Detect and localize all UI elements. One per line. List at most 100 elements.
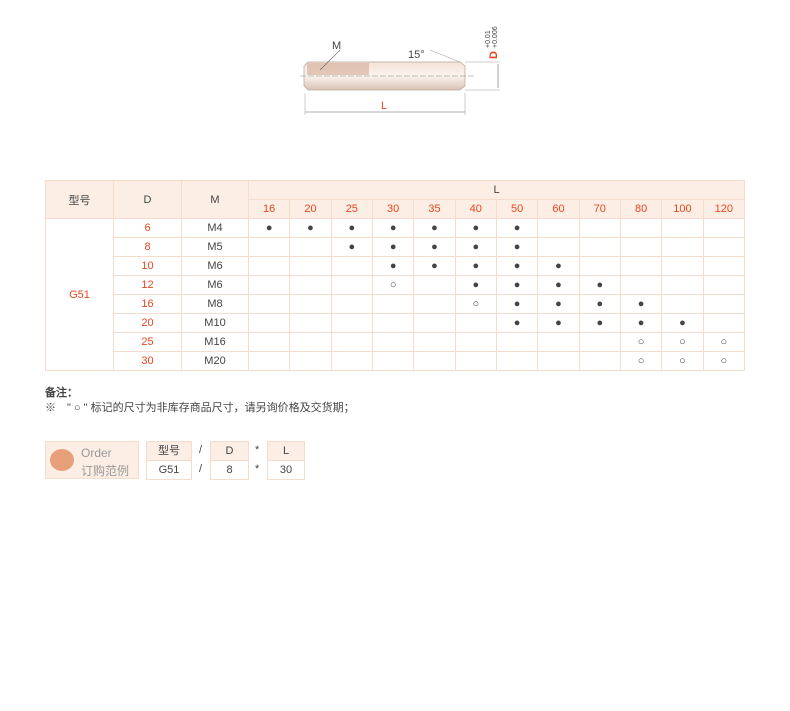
sep-star: * — [255, 444, 260, 456]
availability-cell — [454, 332, 497, 352]
availability-cell — [413, 294, 456, 314]
availability-cell — [330, 294, 373, 314]
availability-cell — [247, 275, 291, 295]
order-title-en: Order — [81, 446, 112, 460]
availability-cell: ○ — [454, 294, 497, 314]
availability-cell: ● — [661, 313, 704, 333]
availability-cell — [661, 294, 704, 314]
availability-cell — [413, 351, 456, 371]
availability-cell: ○ — [702, 351, 746, 371]
availability-cell: ● — [537, 256, 580, 276]
header-l-value: 60 — [537, 199, 580, 219]
order-type-header: 型号 — [147, 442, 191, 460]
order-d-value: 8 — [211, 460, 248, 479]
availability-cell — [702, 237, 746, 257]
tol-lower: +0.006 — [492, 26, 499, 48]
header-l-value: 40 — [454, 199, 497, 219]
header-l-value: 70 — [578, 199, 621, 219]
notes: 备注： ※ " ○ " 标记的尺寸为非库存商品尺寸，请另询价格及交货期； — [45, 386, 355, 416]
label-d: D — [488, 51, 500, 59]
m-cell: M16 — [181, 332, 249, 352]
availability-cell — [578, 332, 621, 352]
availability-cell: ● — [537, 275, 580, 295]
availability-cell — [578, 218, 621, 238]
availability-cell — [247, 351, 291, 371]
availability-cell — [247, 237, 291, 257]
header-d: D — [113, 180, 182, 219]
d-cell: 6 — [113, 218, 182, 238]
availability-cell — [661, 275, 704, 295]
availability-cell: ● — [578, 313, 621, 333]
header-l-value: 16 — [247, 199, 291, 219]
availability-cell: ● — [454, 275, 497, 295]
availability-cell — [289, 275, 332, 295]
availability-cell — [537, 351, 580, 371]
m-cell: M20 — [181, 351, 249, 371]
sep-star: * — [255, 463, 260, 475]
availability-cell — [702, 275, 746, 295]
availability-cell — [371, 294, 415, 314]
header-l-value: 80 — [619, 199, 663, 219]
label-angle: 15° — [408, 49, 425, 61]
availability-cell: ○ — [661, 332, 704, 352]
availability-cell — [702, 294, 746, 314]
d-cell: 8 — [113, 237, 182, 257]
notes-title: 备注： — [45, 387, 78, 399]
availability-cell: ● — [413, 256, 456, 276]
availability-cell — [330, 256, 373, 276]
label-m: M — [332, 40, 341, 52]
availability-cell: ● — [495, 313, 539, 333]
phone-icon — [50, 449, 74, 471]
availability-cell: ○ — [702, 332, 746, 352]
availability-cell: ○ — [619, 332, 663, 352]
order-title-cn: 订购范例 — [81, 464, 130, 478]
availability-cell: ● — [495, 256, 539, 276]
header-l-value: 120 — [702, 199, 746, 219]
availability-cell: ● — [330, 218, 373, 238]
availability-cell — [247, 294, 291, 314]
m-cell: M4 — [181, 218, 249, 238]
availability-cell — [702, 218, 746, 238]
availability-cell: ● — [495, 218, 539, 238]
availability-cell — [495, 351, 539, 371]
m-cell: M6 — [181, 275, 249, 295]
availability-cell — [289, 294, 332, 314]
availability-cell — [289, 237, 332, 257]
notes-line: ※ " ○ " 标记的尺寸为非库存商品尺寸，请另询价格及交货期； — [45, 402, 355, 414]
availability-cell — [619, 256, 663, 276]
header-m: M — [181, 180, 249, 219]
availability-cell — [413, 332, 456, 352]
availability-cell: ○ — [619, 351, 663, 371]
availability-cell — [413, 275, 456, 295]
order-example-label: Order 订购范例 — [45, 441, 139, 479]
availability-cell — [454, 313, 497, 333]
order-d-header: D — [211, 442, 248, 460]
availability-cell — [661, 256, 704, 276]
availability-cell — [289, 256, 332, 276]
availability-cell — [247, 332, 291, 352]
availability-cell: ● — [413, 218, 456, 238]
availability-cell — [289, 332, 332, 352]
availability-cell — [619, 275, 663, 295]
availability-cell — [537, 237, 580, 257]
model-cell: G51 — [45, 218, 114, 371]
tol-upper: +0.01 — [485, 30, 492, 48]
availability-cell — [578, 351, 621, 371]
availability-cell: ● — [495, 294, 539, 314]
order-type-value: G51 — [147, 460, 191, 479]
header-l: L — [248, 180, 745, 200]
availability-cell — [495, 332, 539, 352]
availability-cell — [330, 313, 373, 333]
d-cell: 10 — [113, 256, 182, 276]
header-type: 型号 — [45, 180, 114, 219]
m-cell: M5 — [181, 237, 249, 257]
availability-cell — [247, 256, 291, 276]
availability-cell: ● — [495, 237, 539, 257]
header-l-value: 100 — [661, 199, 704, 219]
availability-cell: ○ — [661, 351, 704, 371]
